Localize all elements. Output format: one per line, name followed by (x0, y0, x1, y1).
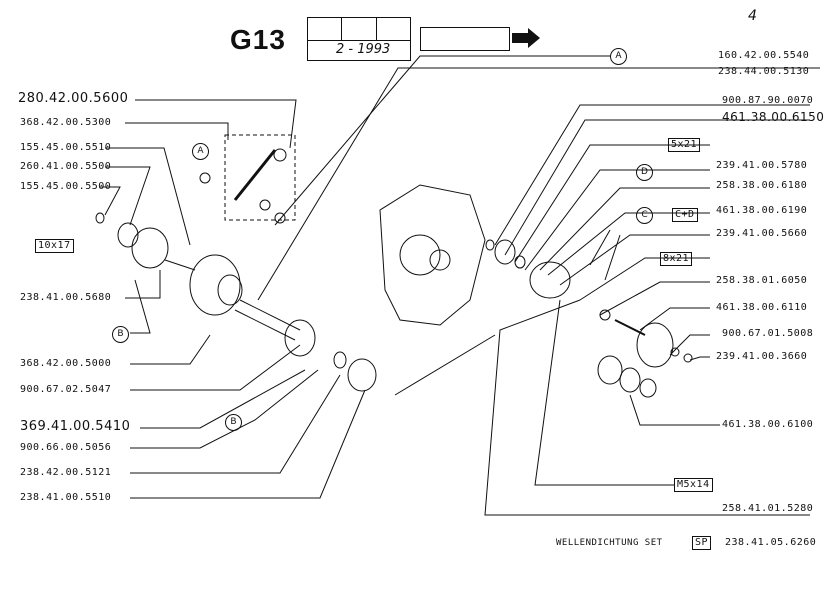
callout-a-top: A (610, 48, 627, 65)
seal-set-text: WELLENDICHTUNG SET (556, 538, 663, 548)
empty-header-box (420, 27, 510, 51)
part-number-label: 900.66.00.5056 (20, 442, 112, 453)
part-number-label: 461.38.00.6100 (722, 419, 814, 430)
part-number-label: 258.38.01.6050 (716, 275, 808, 286)
spec-box: 5x21 (668, 138, 701, 152)
part-number-label: 239.41.00.5780 (716, 160, 808, 171)
part-number-label: 155.45.00.5500 (20, 181, 112, 192)
part-number-label: 238.42.00.5121 (20, 467, 112, 478)
revision-date: 2 - 1993 (336, 42, 391, 57)
part-number-label: 368.42.00.5000 (20, 358, 112, 369)
callout-c-right: C (636, 207, 653, 224)
date-box-divider-1 (341, 18, 342, 40)
part-number-label: 238.41.00.5510 (20, 492, 112, 503)
seal-set-part-number: 238.41.05.6260 (725, 537, 817, 548)
part-number-label: 900.67.01.5008 (722, 328, 814, 339)
part-number-label: 368.42.00.5300 (20, 117, 112, 128)
part-number-label: 238.44.00.5130 (718, 66, 810, 77)
callout-a-left: A (192, 143, 209, 160)
part-number-label: 900.67.02.5047 (20, 384, 112, 395)
part-number-label: 155.45.00.5510 (20, 142, 112, 153)
part-number-label: 461.38.00.6190 (716, 205, 808, 216)
part-number-label: 900.87.90.0070 (722, 95, 814, 106)
part-number-label: 160.42.00.5540 (718, 50, 810, 61)
corner-mark: 4 (748, 8, 757, 24)
part-number-label: 239.41.00.3660 (716, 351, 808, 362)
part-number-label: 461.38.00.6110 (716, 302, 808, 313)
part-number-label: 369.41.00.5410 (20, 419, 131, 434)
spec-box: 10x17 (35, 239, 74, 253)
date-box-divider-2 (376, 18, 377, 40)
callout-b-bottom: B (225, 414, 242, 431)
part-number-label: 461.38.00.6150 (722, 110, 825, 124)
date-box-top-row (308, 18, 410, 41)
part-number-label: 258.41.01.5280 (722, 503, 814, 514)
part-number-label: 238.41.00.5680 (20, 292, 112, 303)
part-number-label: 280.42.00.5600 (18, 91, 129, 106)
screw-spec-box: M5x14 (674, 478, 713, 492)
page-code: G13 (230, 24, 286, 55)
callout-d-right: D (636, 164, 653, 181)
part-number-label: 260.41.00.5500 (20, 161, 112, 172)
spec-box: C+D (672, 208, 698, 222)
part-number-label: 258.38.00.6180 (716, 180, 808, 191)
date-box: 2 - 1993 (307, 17, 411, 61)
next-page-arrow-icon (512, 28, 540, 48)
spec-box: 8x21 (660, 252, 693, 266)
part-number-label: 239.41.00.5660 (716, 228, 808, 239)
seal-set-code: SP (692, 536, 712, 550)
callout-b-left: B (112, 326, 129, 343)
